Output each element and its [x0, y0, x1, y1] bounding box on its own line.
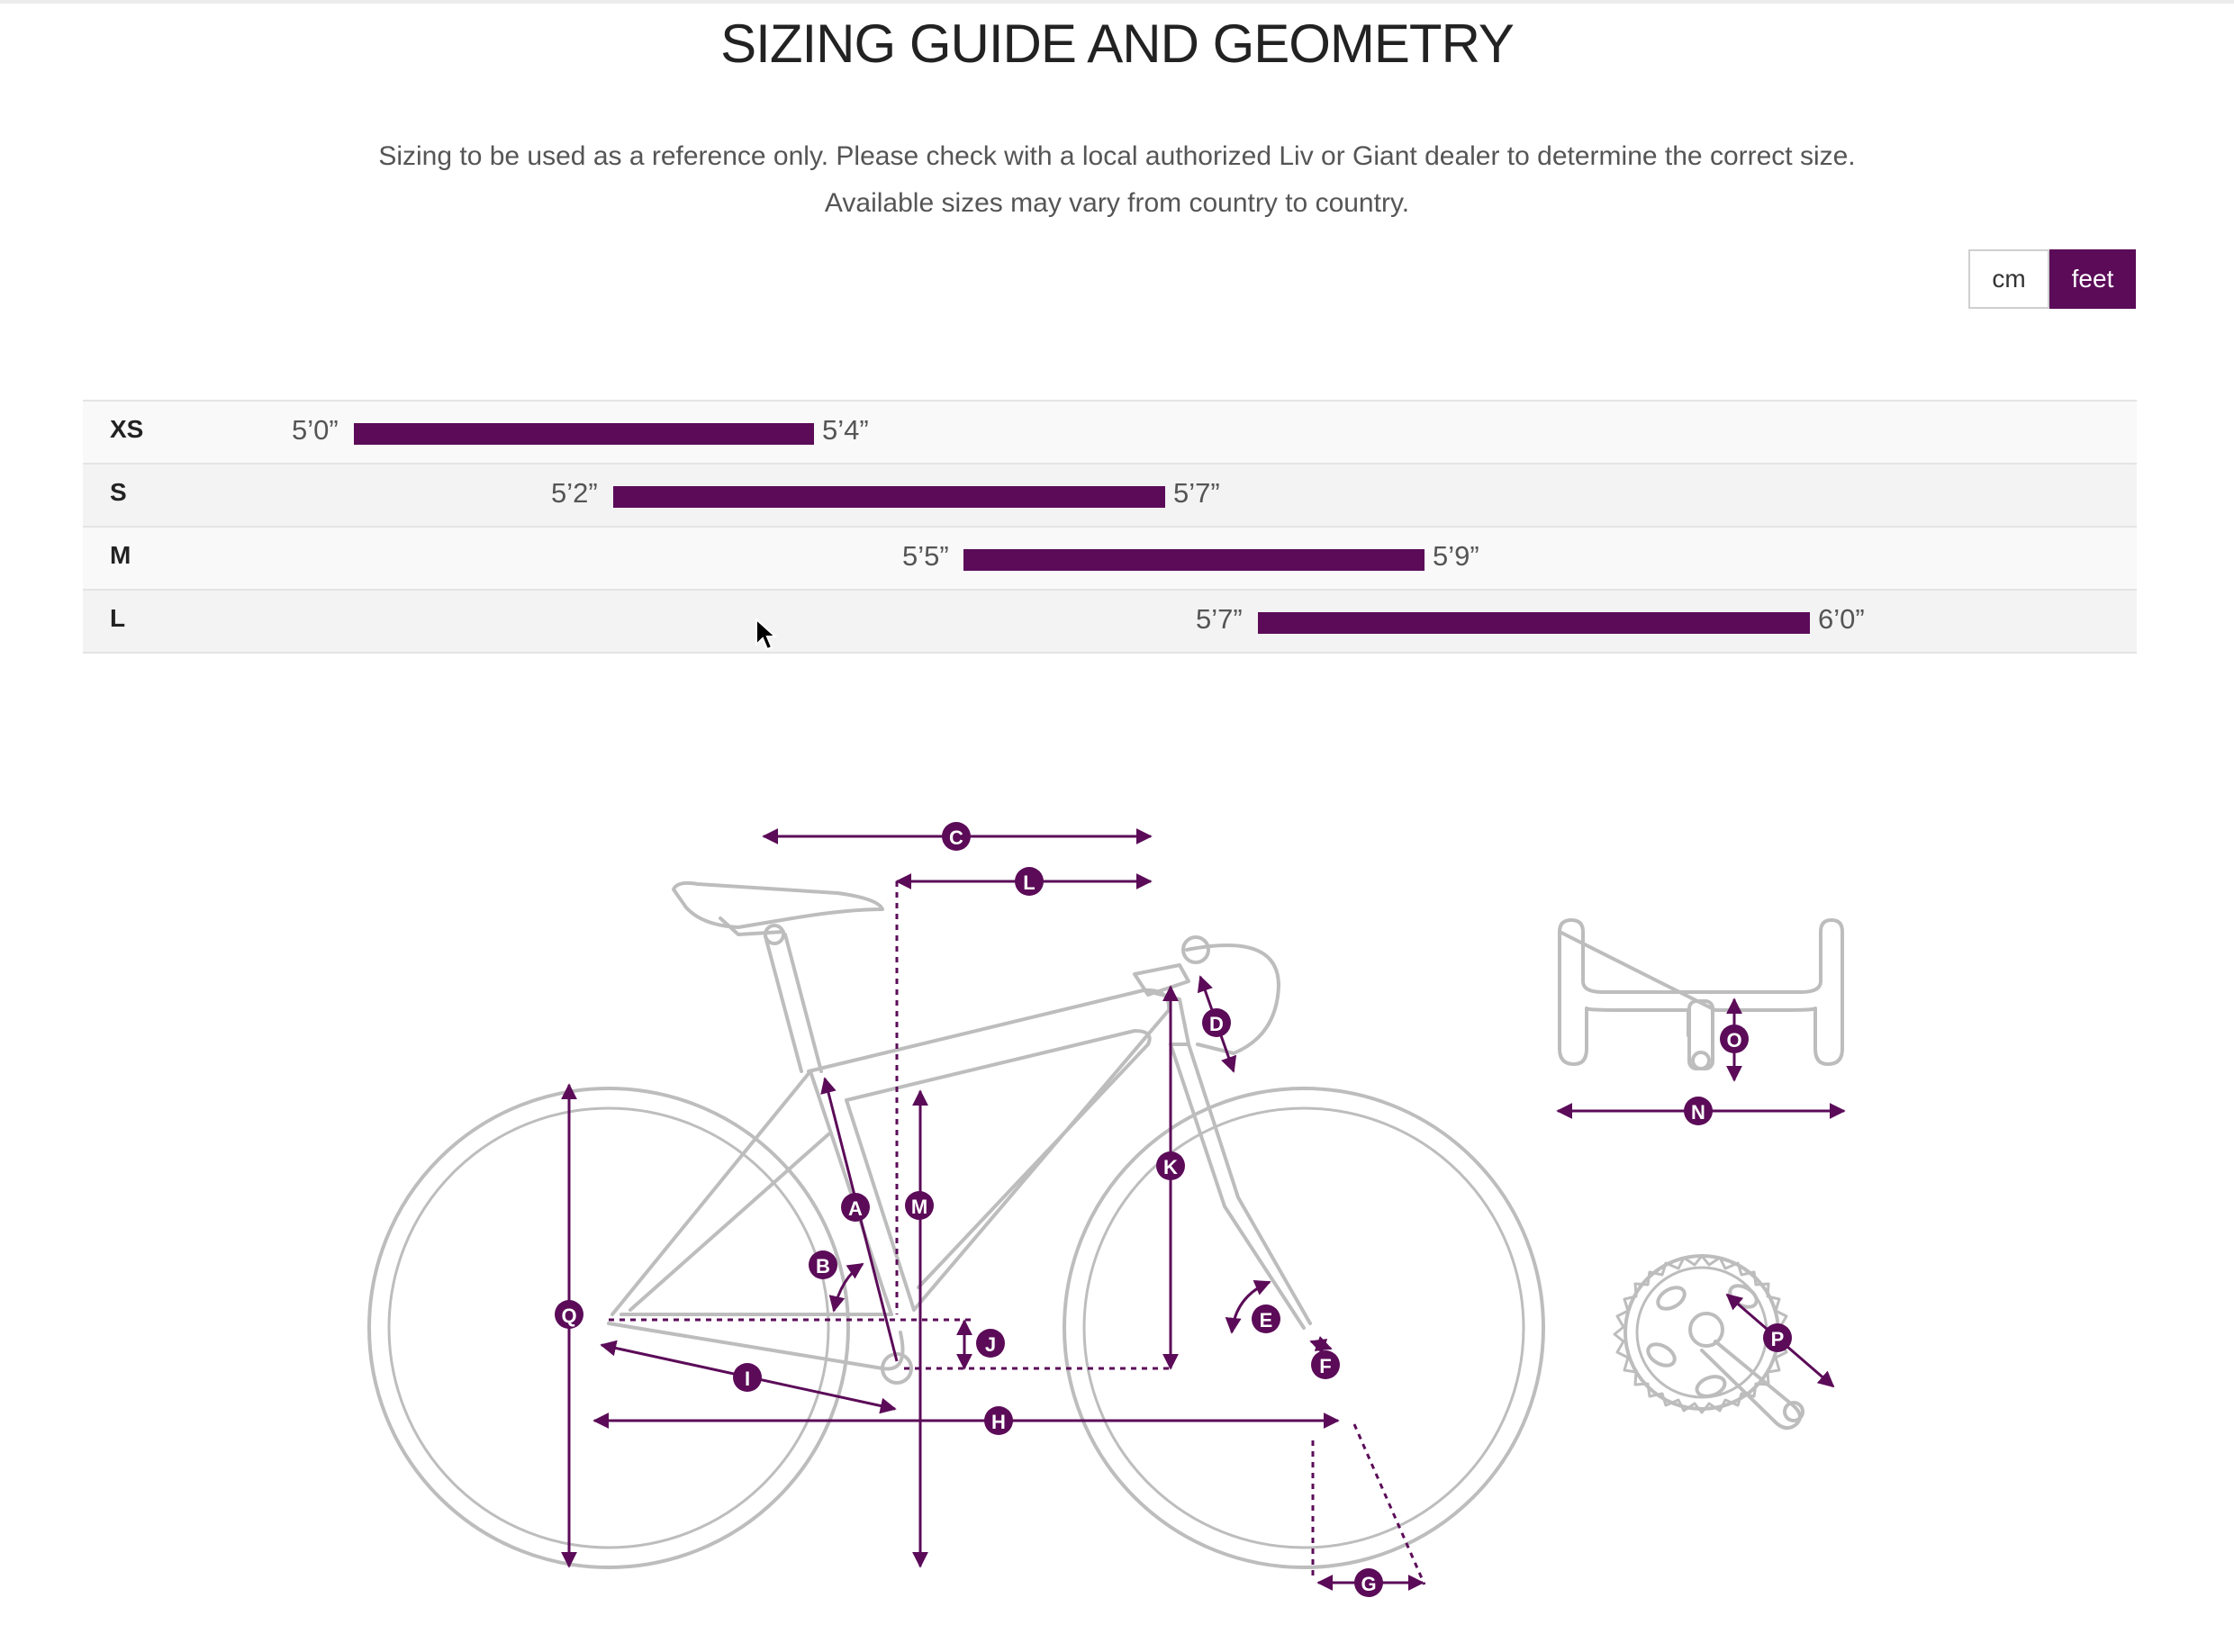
unit-feet-button[interactable]: feet: [2049, 249, 2136, 309]
marker-j: J: [976, 1329, 1005, 1358]
range-bar: [963, 549, 1425, 571]
svg-text:F: F: [1319, 1355, 1331, 1377]
size-label: M: [110, 541, 131, 569]
svg-text:O: O: [1726, 1029, 1741, 1052]
svg-text:J: J: [985, 1333, 996, 1356]
size-label: XS: [110, 415, 144, 443]
svg-text:E: E: [1260, 1309, 1273, 1332]
sizing-note: Sizing to be used as a reference only. P…: [378, 141, 1856, 171]
marker-b: B: [809, 1250, 837, 1279]
size-label: S: [110, 478, 127, 506]
size-chart: XS 5’0” 5’4” S 5’2” 5’7” M 5’5” 5’9” L 5…: [83, 400, 2137, 654]
svg-text:A: A: [848, 1197, 863, 1220]
svg-text:B: B: [816, 1255, 830, 1277]
size-row-m: M 5’5” 5’9”: [83, 528, 2137, 591]
marker-p: P: [1763, 1323, 1792, 1352]
svg-text:D: D: [1209, 1013, 1224, 1035]
range-min: 5’2”: [551, 477, 598, 509]
marker-g: G: [1354, 1568, 1383, 1597]
range-min: 5’7”: [1196, 603, 1243, 635]
dimension-lines: [561, 828, 1846, 1591]
bike-drawing: [367, 880, 1844, 1569]
page-title: SIZING GUIDE AND GEOMETRY: [720, 14, 1515, 74]
marker-d: D: [1202, 1008, 1231, 1037]
size-row-l: L 5’7” 6’0”: [83, 591, 2137, 654]
range-bar: [1258, 612, 1810, 634]
svg-text:P: P: [1771, 1328, 1785, 1350]
marker-i: I: [733, 1363, 762, 1392]
range-max: 5’4”: [822, 414, 869, 446]
marker-q: Q: [555, 1300, 583, 1329]
range-max: 6’0”: [1818, 603, 1865, 635]
size-label: L: [110, 604, 126, 632]
marker-k: K: [1156, 1151, 1185, 1180]
marker-n: N: [1684, 1097, 1713, 1125]
svg-text:N: N: [1691, 1101, 1705, 1124]
unit-toggle: cm feet: [1968, 249, 2136, 309]
marker-c: C: [942, 822, 971, 851]
marker-e: E: [1252, 1304, 1280, 1333]
range-bar: [354, 423, 814, 445]
svg-text:C: C: [949, 826, 963, 849]
svg-text:H: H: [991, 1411, 1006, 1433]
size-row-s: S 5’2” 5’7”: [83, 465, 2137, 528]
marker-m: M: [905, 1191, 934, 1220]
range-min: 5’5”: [902, 540, 949, 572]
size-row-xs: XS 5’0” 5’4”: [83, 402, 2137, 465]
svg-text:G: G: [1361, 1573, 1376, 1595]
unit-cm-button[interactable]: cm: [1968, 249, 2049, 309]
svg-text:L: L: [1023, 871, 1035, 894]
range-min: 5’0”: [292, 414, 339, 446]
svg-text:M: M: [911, 1196, 927, 1218]
marker-h: H: [984, 1406, 1013, 1435]
svg-text:I: I: [745, 1368, 750, 1390]
marker-l: L: [1015, 867, 1044, 896]
marker-a: A: [841, 1193, 870, 1222]
availability-note: Available sizes may vary from country to…: [824, 188, 1410, 218]
geometry-diagram: A B C D E F G H I J K L M N O P Q: [367, 822, 1846, 1597]
mouse-cursor-icon: [755, 618, 778, 651]
range-max: 5’7”: [1173, 477, 1220, 509]
range-bar: [613, 486, 1165, 508]
svg-text:K: K: [1163, 1156, 1178, 1178]
top-shadow: [0, 0, 2234, 4]
range-max: 5’9”: [1433, 540, 1479, 572]
marker-f: F: [1311, 1350, 1340, 1379]
marker-o: O: [1720, 1025, 1749, 1053]
svg-text:Q: Q: [561, 1304, 576, 1327]
